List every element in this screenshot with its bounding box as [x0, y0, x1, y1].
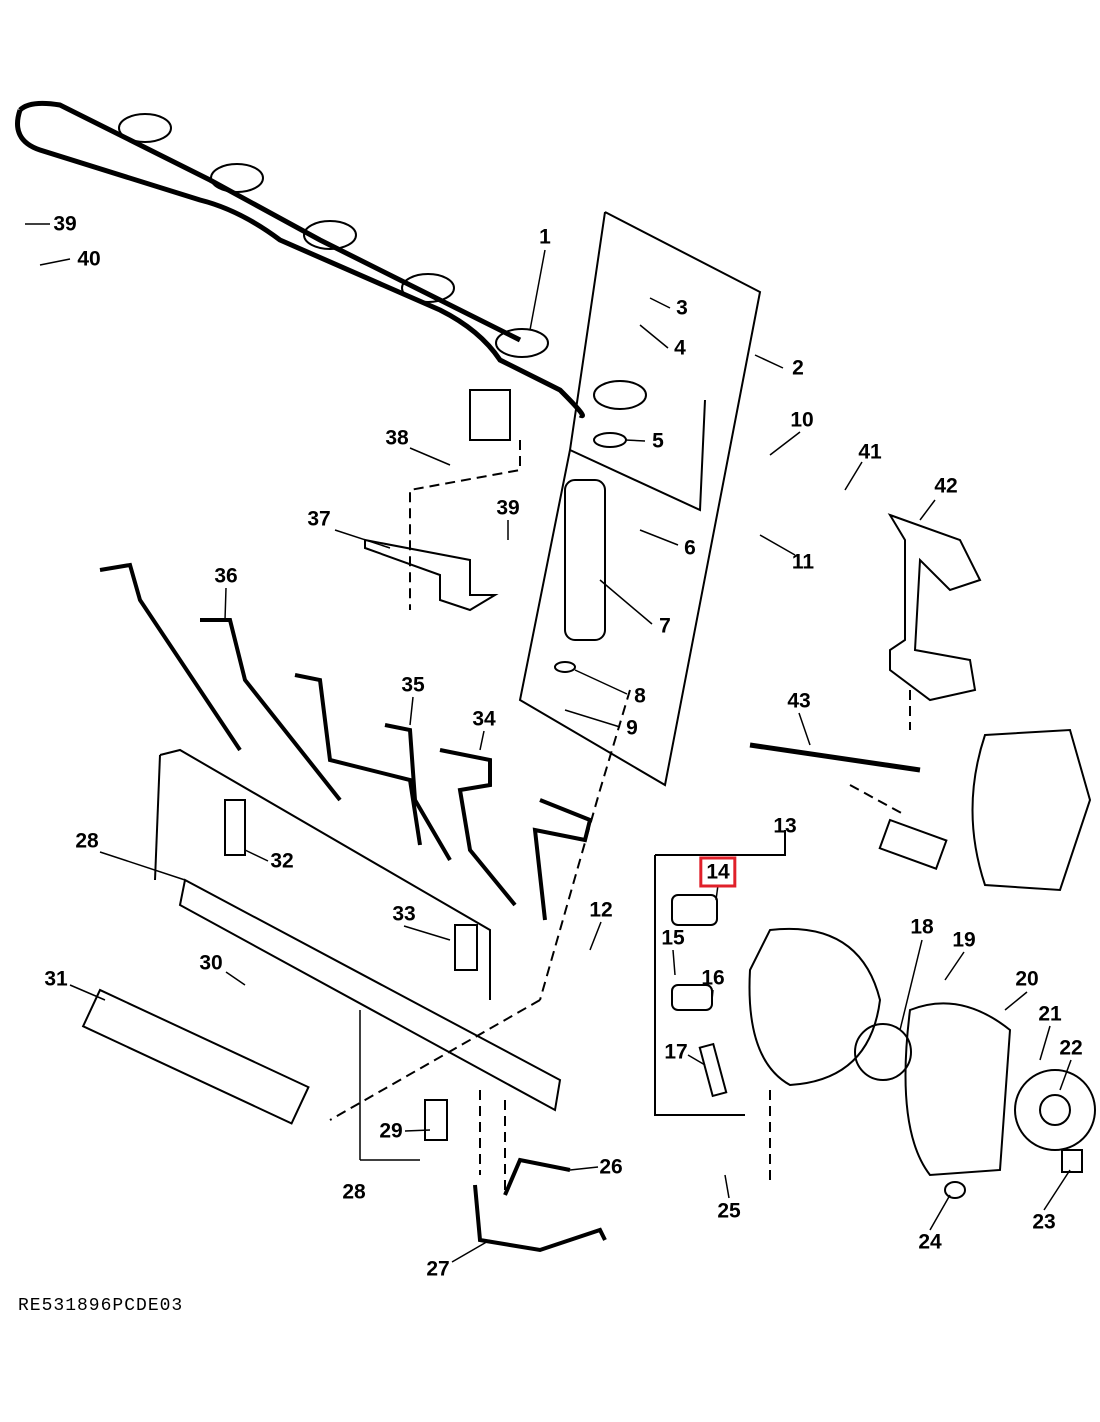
callout-13[interactable]: 13: [773, 814, 797, 838]
callout-1[interactable]: 1: [539, 225, 551, 249]
reference-code: RE531896PCDE03: [18, 1296, 184, 1316]
callout-32[interactable]: 32: [270, 849, 294, 873]
guide-lines: [329, 440, 911, 1190]
leader-lines: [25, 223, 1072, 1263]
wiring-harness: [15, 100, 647, 441]
callout-25[interactable]: 25: [717, 1199, 741, 1223]
callout-14-highlighted[interactable]: 14: [699, 856, 737, 888]
callout-39[interactable]: 39: [53, 212, 77, 236]
callout-26[interactable]: 26: [599, 1155, 623, 1179]
callout-23[interactable]: 23: [1032, 1210, 1056, 1234]
callout-38[interactable]: 38: [385, 426, 409, 450]
callout-28[interactable]: 28: [75, 829, 99, 853]
callout-18[interactable]: 18: [910, 915, 934, 939]
common-rail: [154, 748, 562, 1141]
callout-8[interactable]: 8: [634, 684, 646, 708]
callout-43[interactable]: 43: [787, 689, 811, 713]
callout-20[interactable]: 20: [1015, 967, 1039, 991]
callout-6[interactable]: 6: [684, 536, 696, 560]
callout-2[interactable]: 2: [792, 356, 804, 380]
callout-31[interactable]: 31: [44, 967, 68, 991]
callout-40[interactable]: 40: [77, 247, 101, 271]
callout-11[interactable]: 11: [791, 550, 815, 574]
callout-22[interactable]: 22: [1059, 1036, 1083, 1060]
callout-4[interactable]: 4: [674, 336, 686, 360]
callout-36[interactable]: 36: [214, 564, 238, 588]
brackets: [81, 513, 982, 1125]
callout-33[interactable]: 33: [392, 902, 416, 926]
callout-24[interactable]: 24: [918, 1230, 942, 1254]
callout-30[interactable]: 30: [199, 951, 223, 975]
callout-15[interactable]: 15: [661, 926, 685, 950]
callout-35[interactable]: 35: [401, 673, 425, 697]
callout-9[interactable]: 9: [626, 716, 638, 740]
callout-3[interactable]: 3: [676, 296, 688, 320]
callout-5[interactable]: 5: [652, 429, 664, 453]
callout-10[interactable]: 10: [790, 408, 814, 432]
callout-42[interactable]: 42: [934, 474, 958, 498]
callout-37[interactable]: 37: [307, 507, 331, 531]
callout-34[interactable]: 34: [472, 707, 496, 731]
callout-27[interactable]: 27: [426, 1257, 450, 1281]
callout-41[interactable]: 41: [858, 440, 882, 464]
high-pressure-pump: [654, 728, 1096, 1199]
fuel-lines: [99, 562, 607, 1253]
callout-21[interactable]: 21: [1038, 1002, 1062, 1026]
callout-28-lower[interactable]: 28: [342, 1180, 366, 1204]
callout-39-second[interactable]: 39: [496, 496, 520, 520]
callout-17[interactable]: 17: [664, 1040, 688, 1064]
callout-7[interactable]: 7: [659, 614, 671, 638]
callout-12[interactable]: 12: [589, 898, 613, 922]
callout-16[interactable]: 16: [701, 966, 725, 990]
callout-29[interactable]: 29: [379, 1119, 403, 1143]
callout-19[interactable]: 19: [952, 928, 976, 952]
